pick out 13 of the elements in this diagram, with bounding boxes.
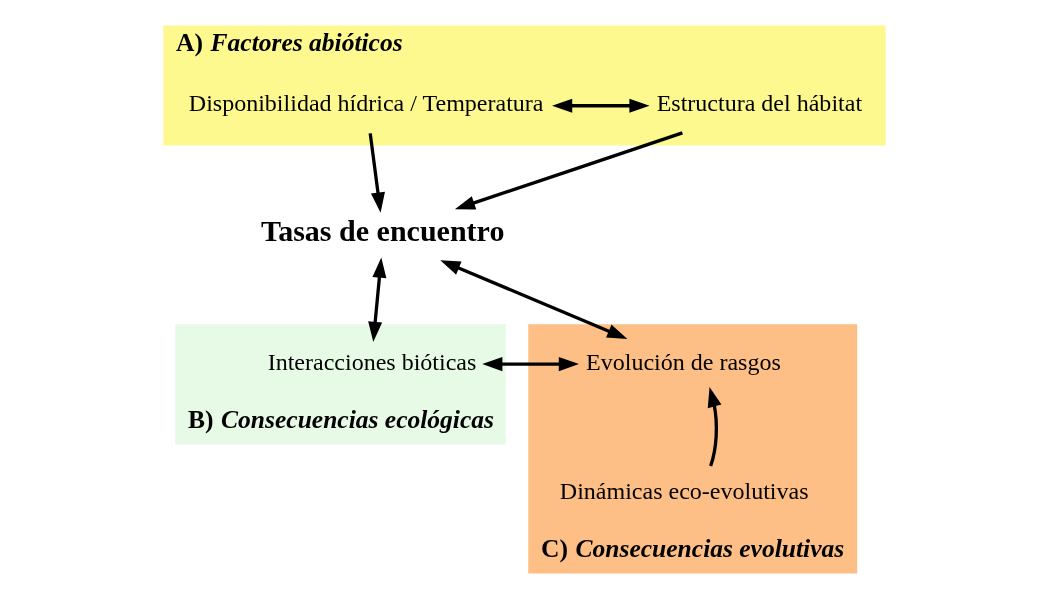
- arrow: [552, 98, 650, 113]
- node-text: Dinámicas eco-evolutivas: [559, 477, 809, 504]
- arrow: [454, 131, 683, 210]
- node-text: Estructura del hábitat: [656, 90, 863, 117]
- arrow: [707, 386, 722, 467]
- node-text: Tasas de encuentro: [260, 213, 505, 247]
- arrow: [368, 257, 387, 342]
- arrow: [440, 260, 628, 339]
- node-text: Interacciones bióticas: [267, 348, 477, 375]
- node-text: Evolución de rasgos: [586, 348, 781, 375]
- node-text: Disponibilidad hídrica / Temperatura: [188, 90, 544, 117]
- arrow: [482, 357, 579, 372]
- arrow: [368, 133, 385, 213]
